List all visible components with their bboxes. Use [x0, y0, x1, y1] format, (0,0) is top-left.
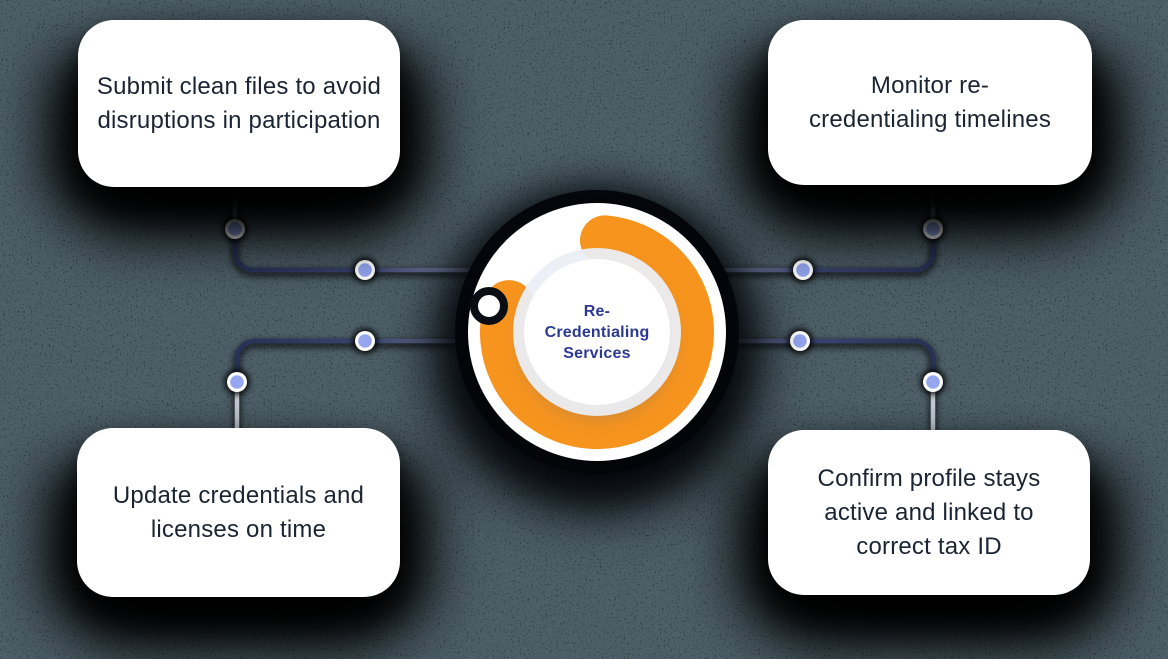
hub-label-badge: Re- Credentialing Services: [524, 259, 670, 405]
connector-node: [920, 216, 946, 242]
connector-node: [352, 328, 378, 354]
hub-circle: Re- Credentialing Services: [468, 203, 726, 461]
connector-node: [920, 369, 946, 395]
card-bottom-right: Confirm profile stays active and linked …: [768, 430, 1090, 595]
connector-node: [787, 328, 813, 354]
connector-node: [222, 216, 248, 242]
connector-node: [352, 257, 378, 283]
connector-node: [790, 257, 816, 283]
card-top-left: Submit clean files to avoid disruptions …: [78, 20, 400, 187]
card-text: Confirm profile stays active and linked …: [817, 464, 1041, 560]
hub-title: Re- Credentialing Services: [544, 302, 650, 362]
card-text: Update credentials and licenses on time: [112, 481, 365, 543]
connector-node: [224, 369, 250, 395]
card-text: Submit clean files to avoid disruptions …: [96, 72, 382, 134]
ring-marker-icon: [470, 287, 508, 325]
card-text: Monitor re-credentialing timelines: [808, 71, 1052, 133]
card-bottom-left: Update credentials and licenses on time: [77, 428, 400, 597]
card-top-right: Monitor re-credentialing timelines: [768, 20, 1092, 185]
